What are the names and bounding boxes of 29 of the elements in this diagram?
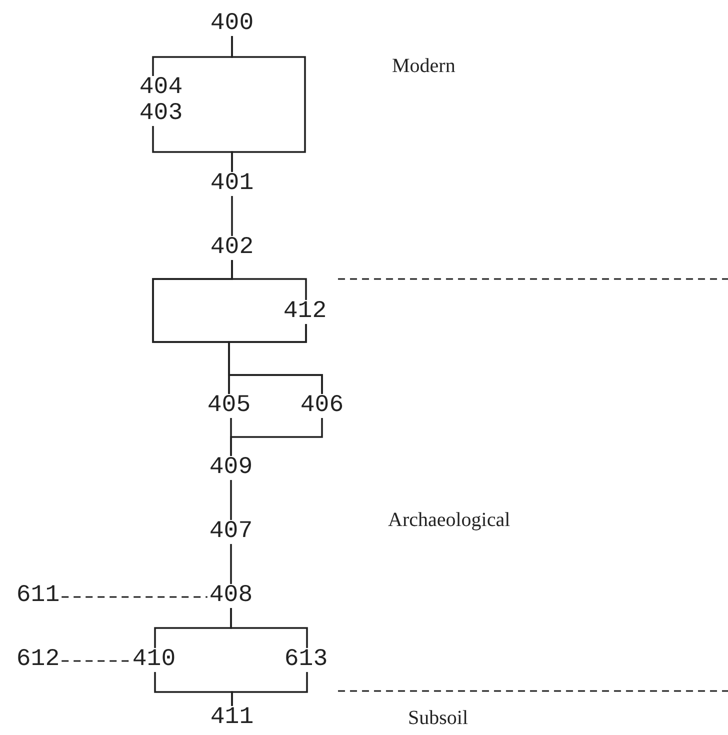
context-number: 409	[209, 456, 253, 480]
context-number: 410	[132, 648, 176, 672]
phase-label: Subsoil	[408, 706, 468, 730]
matrix-line	[152, 126, 233, 172]
context-number: 408	[209, 584, 253, 608]
context-number: 611	[16, 584, 60, 608]
matrix-line	[230, 418, 323, 456]
matrix-line	[228, 324, 323, 394]
context-number: 407	[209, 520, 253, 544]
context-number: 613	[284, 648, 328, 672]
matrix-line	[230, 480, 232, 520]
matrix-line	[231, 672, 308, 706]
context-number: 406	[300, 394, 344, 418]
context-number: 404	[139, 76, 183, 100]
context-number: 405	[207, 394, 251, 418]
phase-label: Modern	[392, 54, 456, 78]
context-number: 612	[16, 648, 60, 672]
phase-label: Archaeological	[388, 508, 510, 532]
dashed-link	[62, 596, 208, 598]
dashed-link	[62, 660, 130, 662]
context-number: 403	[139, 102, 183, 126]
context-number: 402	[210, 236, 254, 260]
context-number: 412	[283, 300, 327, 324]
context-number: 400	[210, 12, 254, 36]
matrix-line	[230, 544, 232, 584]
context-number: 401	[210, 172, 254, 196]
matrix-line	[231, 196, 233, 236]
context-number: 411	[210, 706, 254, 730]
matrix-line	[230, 608, 308, 648]
